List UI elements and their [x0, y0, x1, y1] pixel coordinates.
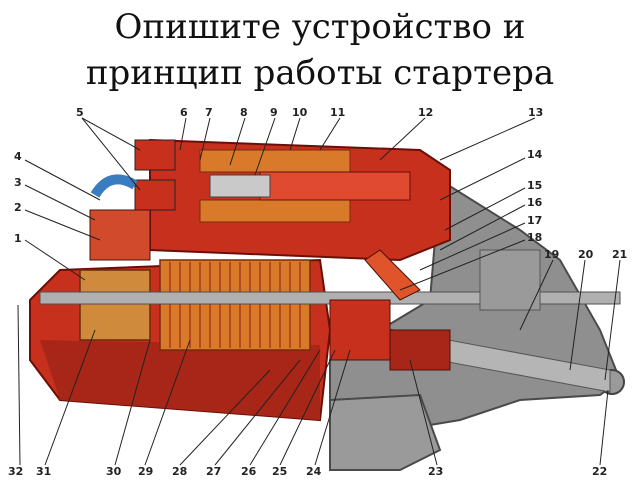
label-23: 23 [428, 465, 443, 478]
label-3: 3 [14, 176, 22, 189]
label-2: 2 [14, 201, 22, 214]
plunger [209, 174, 271, 198]
label-19: 19 [544, 248, 559, 261]
label-4: 4 [14, 150, 22, 163]
label-27: 27 [206, 465, 221, 478]
flange-base [329, 393, 442, 471]
label-13: 13 [528, 106, 543, 119]
terminal-bolt [134, 139, 176, 171]
label-18: 18 [527, 231, 542, 244]
bracket [479, 249, 541, 311]
label-30: 30 [106, 465, 122, 478]
label-32: 32 [8, 465, 23, 478]
label-10: 10 [292, 106, 308, 119]
armature-lamination [169, 262, 301, 348]
label-25: 25 [272, 465, 287, 478]
solenoid-winding-lower [199, 199, 351, 223]
label-29: 29 [138, 465, 153, 478]
cable [90, 174, 138, 198]
title-line-1: Опишите устройство и [114, 7, 526, 47]
label-1: 1 [14, 232, 22, 245]
label-9: 9 [270, 106, 278, 119]
label-28: 28 [172, 465, 187, 478]
label-8: 8 [240, 106, 248, 119]
brush-holder [89, 209, 151, 261]
top-labels: 5 6 7 8 9 10 11 12 13 [76, 106, 543, 119]
clutch [389, 329, 451, 371]
label-6: 6 [180, 106, 188, 119]
commutator [79, 269, 151, 341]
solenoid-winding-upper [199, 149, 351, 173]
slide-title: Опишите устройство и принцип работы стар… [0, 4, 640, 96]
pinion [329, 299, 391, 361]
label-22: 22 [592, 465, 607, 478]
label-14: 14 [527, 148, 543, 161]
label-16: 16 [527, 196, 543, 209]
armature-core [159, 259, 311, 351]
label-12: 12 [418, 106, 433, 119]
housing-lower [40, 340, 320, 420]
terminal-bolt-lower [134, 179, 176, 211]
label-11: 11 [330, 106, 345, 119]
label-5: 5 [76, 106, 84, 119]
label-7: 7 [205, 106, 213, 119]
label-20: 20 [578, 248, 594, 261]
label-26: 26 [241, 465, 257, 478]
label-15: 15 [527, 179, 542, 192]
bottom-labels: 32 31 30 29 28 27 26 25 24 23 22 [8, 465, 607, 478]
label-21: 21 [612, 248, 627, 261]
side-labels: 4 3 2 1 14 15 16 17 18 19 20 21 [14, 148, 627, 261]
solenoid-core [259, 171, 411, 201]
label-31: 31 [36, 465, 51, 478]
leader-lines [17, 117, 621, 466]
label-17: 17 [527, 214, 542, 227]
title-line-2: принцип работы стартера [85, 53, 555, 93]
label-24: 24 [306, 465, 322, 478]
